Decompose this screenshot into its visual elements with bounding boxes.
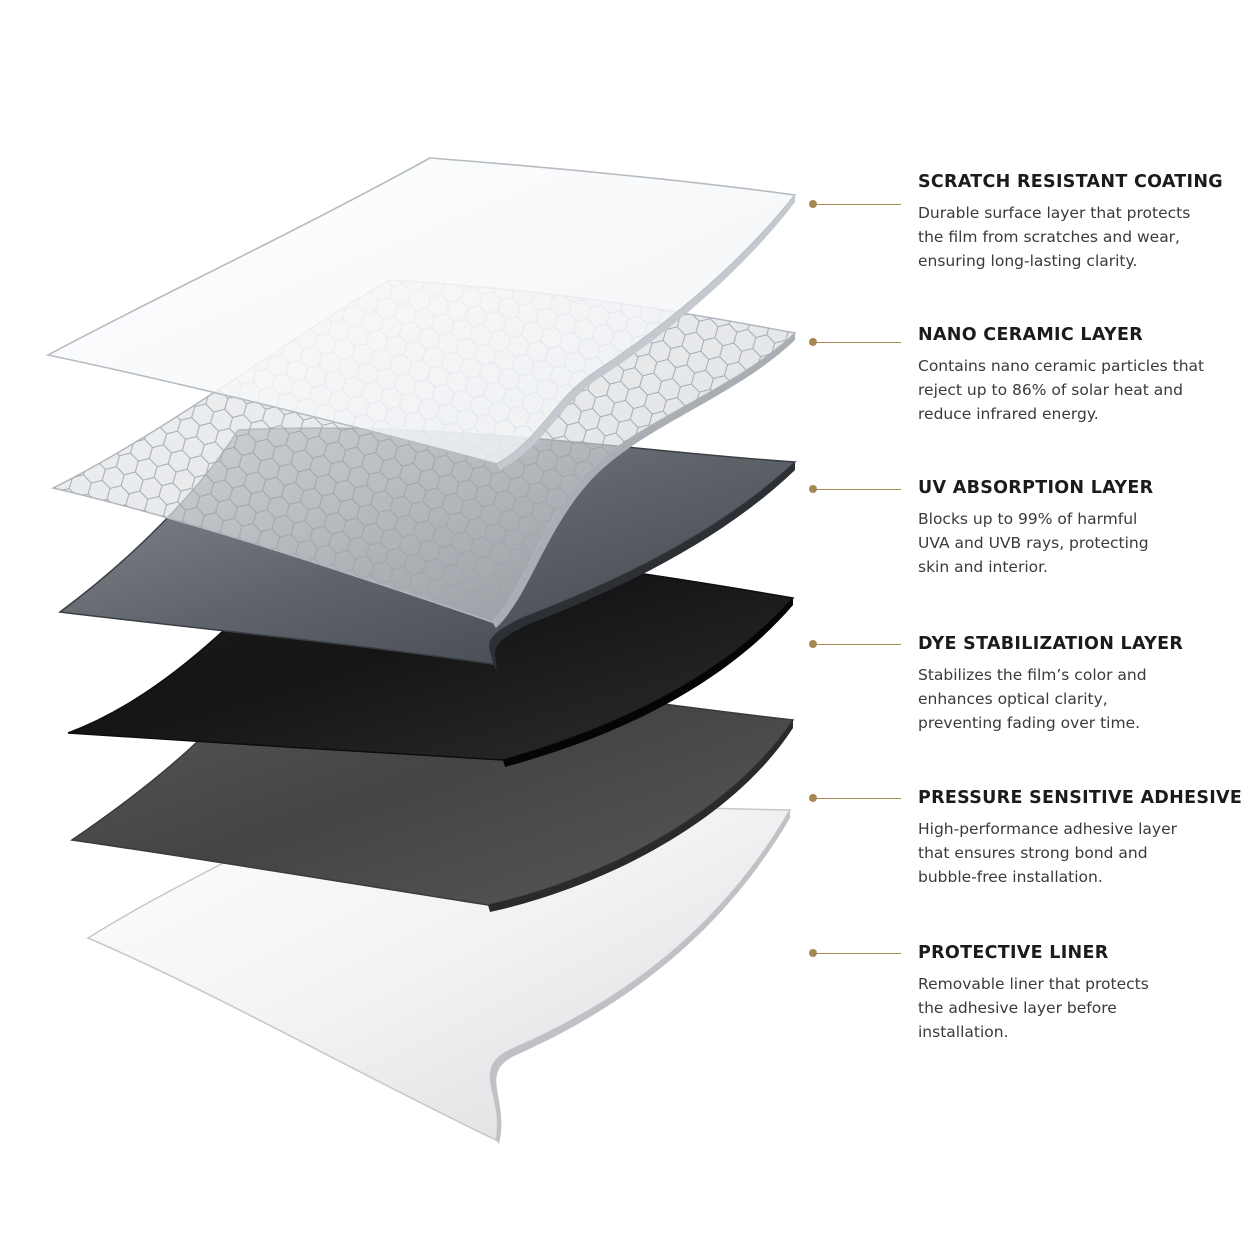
description-line: Durable surface layer that protects	[918, 204, 1191, 222]
description-line: Removable liner that protects	[918, 975, 1149, 993]
leader-dot	[809, 338, 817, 346]
leader-line	[817, 953, 901, 954]
description-line: the film from scratches and wear,	[918, 228, 1180, 246]
leader-dot	[809, 200, 817, 208]
description-line: Contains nano ceramic particles that	[918, 357, 1205, 375]
description-line: High-performance adhesive layer	[918, 820, 1178, 838]
layer-description: Durable surface layer that protects the …	[918, 201, 1238, 273]
description-line: reject up to 86% of solar heat and	[918, 381, 1183, 399]
leader-uv	[809, 484, 901, 494]
layer-description: Removable liner that protects the adhesi…	[918, 972, 1238, 1044]
description-line: UVA and UVB rays, protecting	[918, 534, 1149, 552]
description-line: installation.	[918, 1023, 1009, 1041]
callout-dye-stabilization-layer: DYE STABILIZATION LAYER Stabilizes the f…	[918, 634, 1238, 735]
leader-line	[817, 644, 901, 645]
callout-uv-absorption-layer: UV ABSORPTION LAYER Blocks up to 99% of …	[918, 478, 1238, 579]
layer-title: PRESSURE SENSITIVE ADHESIVE	[918, 788, 1243, 808]
leader-liner	[809, 948, 901, 958]
description-line: skin and interior.	[918, 558, 1048, 576]
layer-description: Stabilizes the film’s color and enhances…	[918, 663, 1238, 735]
layer-description: High-performance adhesive layer that ens…	[918, 817, 1238, 889]
leader-scratch	[809, 199, 901, 209]
leader-nano	[809, 337, 901, 347]
leader-dot	[809, 794, 817, 802]
leader-dye	[809, 639, 901, 649]
layer-title: NANO CERAMIC LAYER	[918, 325, 1144, 345]
layer-title: DYE STABILIZATION LAYER	[918, 634, 1184, 654]
leader-line	[817, 798, 901, 799]
description-line: bubble-free installation.	[918, 868, 1103, 886]
leader-dot	[809, 485, 817, 493]
description-line: reduce infrared energy.	[918, 405, 1099, 423]
description-line: Blocks up to 99% of harmful	[918, 510, 1138, 528]
layer-description: Blocks up to 99% of harmful UVA and UVB …	[918, 507, 1238, 579]
layer-title: UV ABSORPTION LAYER	[918, 478, 1154, 498]
callout-nano-ceramic-layer: NANO CERAMIC LAYER Contains nano ceramic…	[918, 325, 1238, 426]
leader-line	[817, 489, 901, 490]
callout-scratch-resistant-coating: SCRATCH RESISTANT COATING Durable surfac…	[918, 172, 1238, 273]
layer-title: PROTECTIVE LINER	[918, 943, 1109, 963]
leader-dot	[809, 640, 817, 648]
description-line: preventing fading over time.	[918, 714, 1141, 732]
layer-title: SCRATCH RESISTANT COATING	[918, 172, 1223, 192]
leader-adhesive	[809, 793, 901, 803]
description-line: enhances optical clarity,	[918, 690, 1108, 708]
callout-protective-liner: PROTECTIVE LINER Removable liner that pr…	[918, 943, 1238, 1044]
description-line: that ensures strong bond and	[918, 844, 1148, 862]
leader-line	[817, 204, 901, 205]
leader-line	[817, 342, 901, 343]
leader-dot	[809, 949, 817, 957]
description-line: the adhesive layer before	[918, 999, 1117, 1017]
layer-description: Contains nano ceramic particles that rej…	[918, 354, 1238, 426]
description-line: Stabilizes the film’s color and	[918, 666, 1147, 684]
callout-pressure-sensitive-adhesive: PRESSURE SENSITIVE ADHESIVE High-perform…	[918, 788, 1243, 889]
description-line: ensuring long-lasting clarity.	[918, 252, 1138, 270]
